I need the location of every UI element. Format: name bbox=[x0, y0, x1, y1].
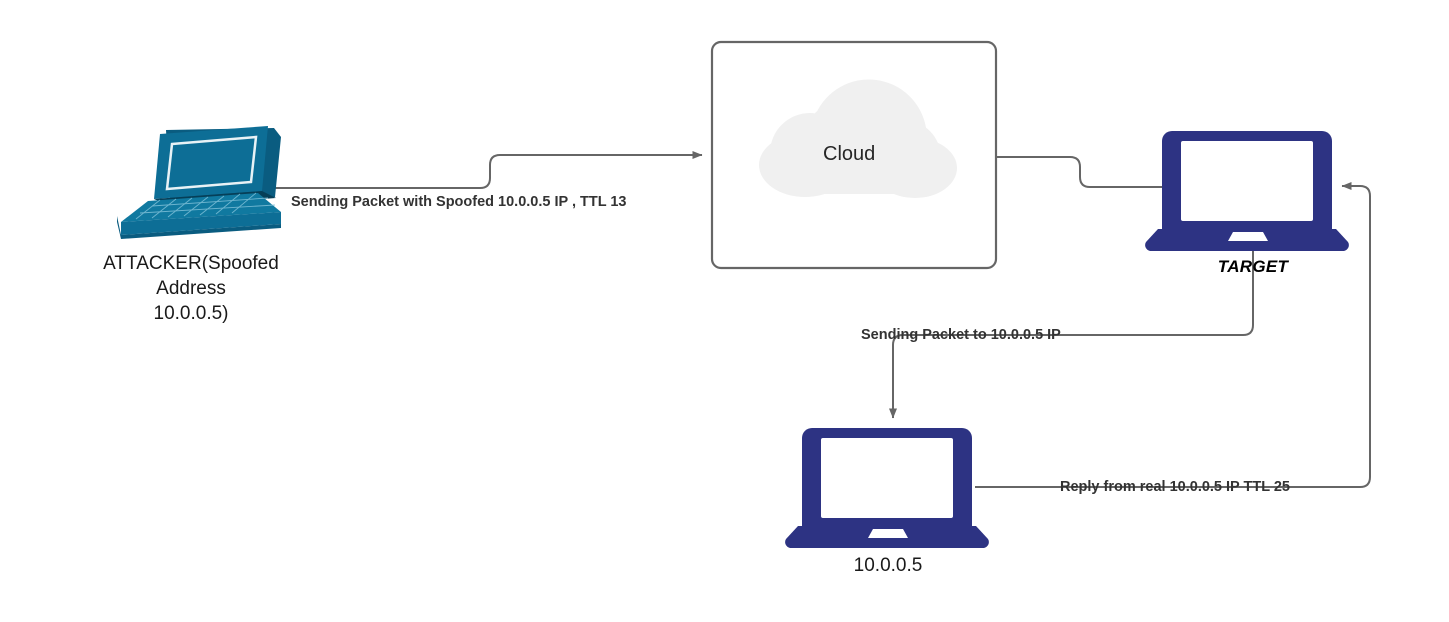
edge-victim-to-target bbox=[975, 182, 1371, 488]
target-label: TARGET bbox=[1217, 257, 1289, 276]
laptop-front-icon bbox=[785, 428, 989, 548]
laptop-isometric-icon bbox=[117, 126, 281, 239]
edge-label-target-to-victim: Sending Packet to 10.0.0.5 IP bbox=[861, 327, 1061, 343]
attacker-label: ATTACKER(Spoofed Address 10.0.0.5) bbox=[103, 253, 279, 324]
cloud-icon bbox=[759, 79, 957, 198]
cloud-label: Cloud bbox=[823, 143, 876, 165]
edge-attacker-to-cloud bbox=[265, 151, 703, 189]
edge-target-to-victim bbox=[889, 240, 1254, 419]
edge-cloud-to-target bbox=[996, 156, 1168, 188]
edge-label-attacker-to-cloud: Sending Packet with Spoofed 10.0.0.5 IP … bbox=[291, 194, 627, 210]
victim-label: 10.0.0.5 bbox=[853, 555, 923, 576]
edge-label-victim-to-target: Reply from real 10.0.0.5 IP TTL 25 bbox=[1060, 479, 1290, 495]
laptop-front-icon bbox=[1145, 131, 1349, 251]
